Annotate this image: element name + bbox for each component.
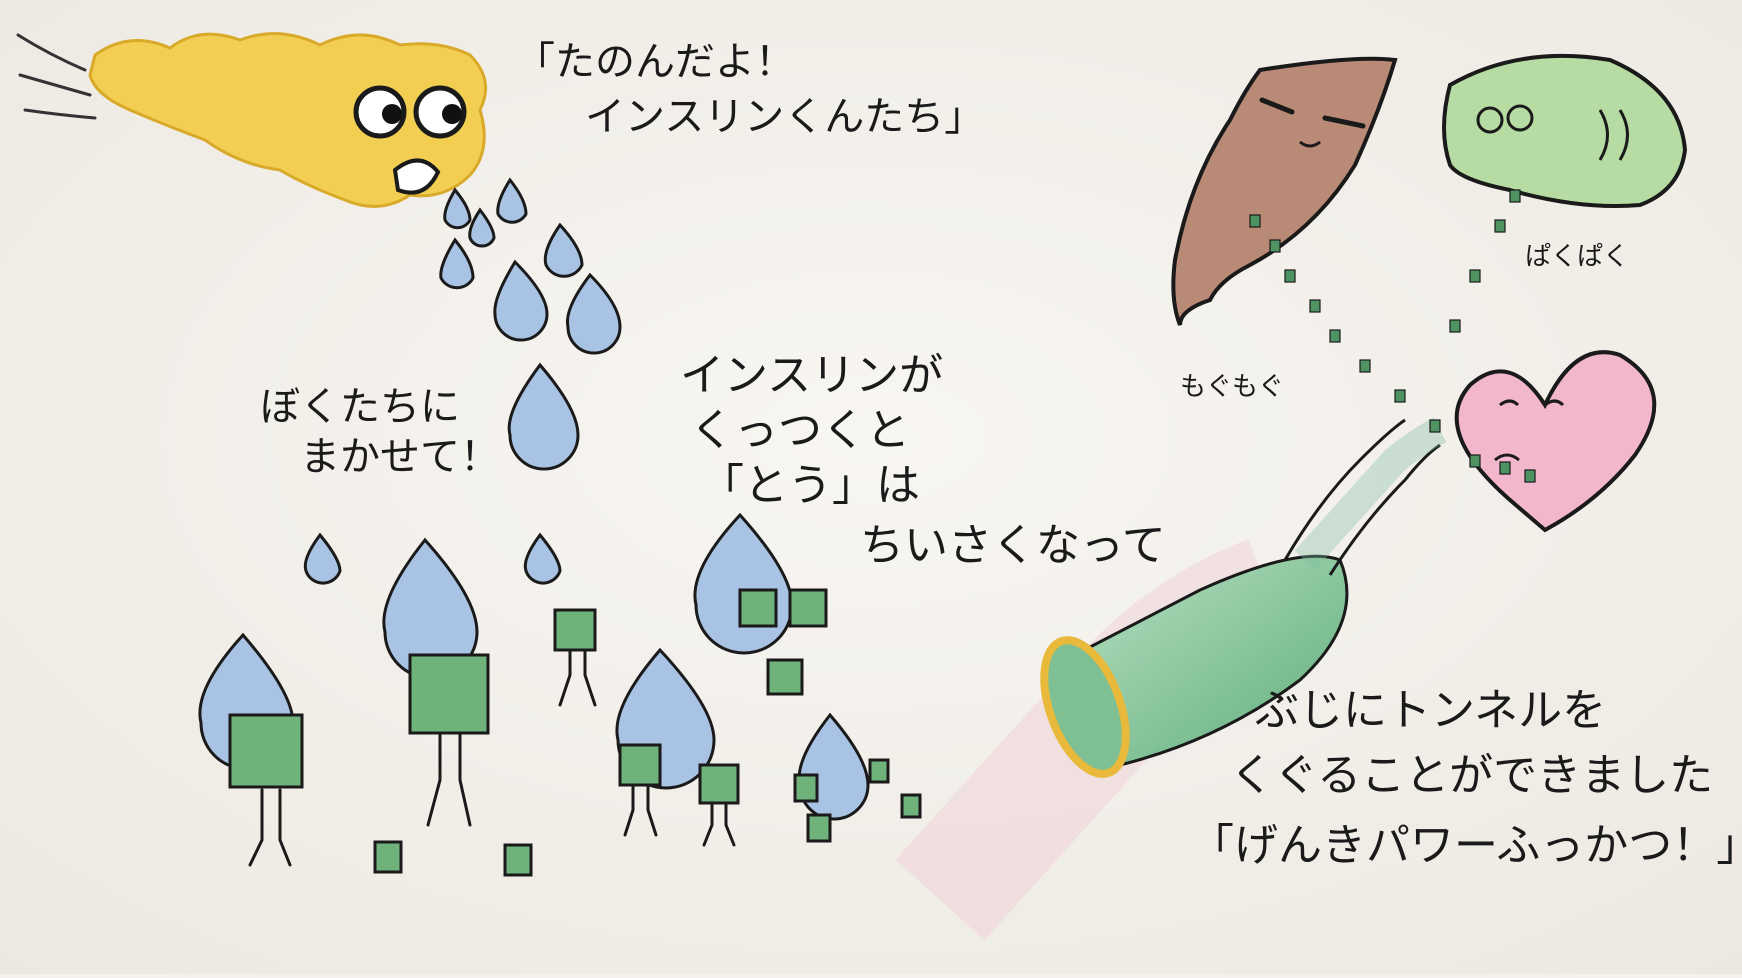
text-sfx-mogu: もぐもぐ <box>1180 372 1284 402</box>
text-pancreas-line1: 「たのんだよ！ <box>515 39 795 85</box>
text-mid-line2: くっつくと <box>690 405 910 456</box>
text-drops-line1: ぼくたちに <box>260 384 460 430</box>
text-bottom-line3: 「げんきパワーふっかつ！」 <box>1190 820 1742 871</box>
tunnel-ring <box>1040 636 1130 778</box>
handwritten-texts: 「たのんだよ！ インスリンくんたち」 ぼくたちに まかせて！ インスリンが くっ… <box>260 39 1742 871</box>
pancreas-mouth <box>392 158 441 195</box>
heart-character <box>1454 350 1657 533</box>
speed-lines <box>16 33 97 120</box>
text-bottom-line1: ぶじにトンネルを <box>1255 685 1606 736</box>
sugar-characters <box>228 588 922 877</box>
character-legs <box>248 648 736 867</box>
text-pancreas-line2: インスリンくんたち」 <box>585 94 984 140</box>
text-mid-line1: インスリンが <box>680 350 943 401</box>
text-sfx-paku: ぱくぱく <box>1525 242 1629 272</box>
text-bottom-line2: くぐることができました <box>1230 750 1713 801</box>
tunnel <box>895 417 1447 941</box>
text-drops-line2: まかせて！ <box>300 434 500 480</box>
glucose-dots <box>1249 189 1536 483</box>
muscle-character <box>1171 56 1398 326</box>
brain-character <box>1442 53 1688 208</box>
pancreas-character <box>88 32 488 208</box>
text-mid-line3: 「とう」は <box>700 460 920 511</box>
text-mid-line4: ちいさくなって <box>860 520 1166 571</box>
